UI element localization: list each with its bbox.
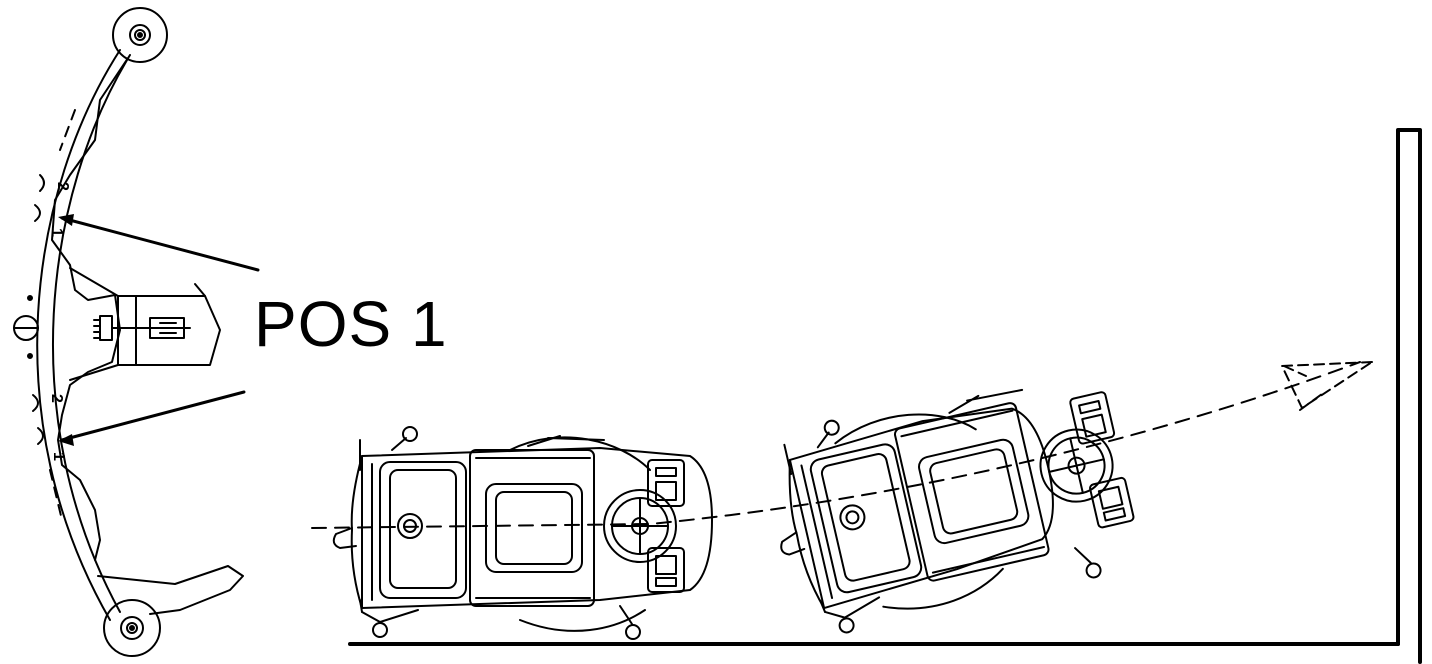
wall-and-floor: [348, 128, 1422, 664]
slot-number-lower-1: 1: [50, 452, 67, 461]
machine-position-2: [780, 388, 1135, 634]
top-roller: [112, 7, 168, 63]
machine-position-1: [332, 426, 713, 640]
callout-arrowheads: [58, 214, 74, 446]
slot-number-upper-2: 2: [54, 182, 71, 191]
bumper-assembly: [13, 7, 244, 657]
callout-lines: [60, 216, 260, 442]
slot-number-upper-1: 1: [48, 228, 65, 237]
slot-number-lower-2: 2: [48, 394, 65, 403]
bottom-roller: [103, 599, 161, 657]
position-label: POS 1: [254, 288, 448, 360]
direction-arrow-icon: [1281, 361, 1373, 411]
